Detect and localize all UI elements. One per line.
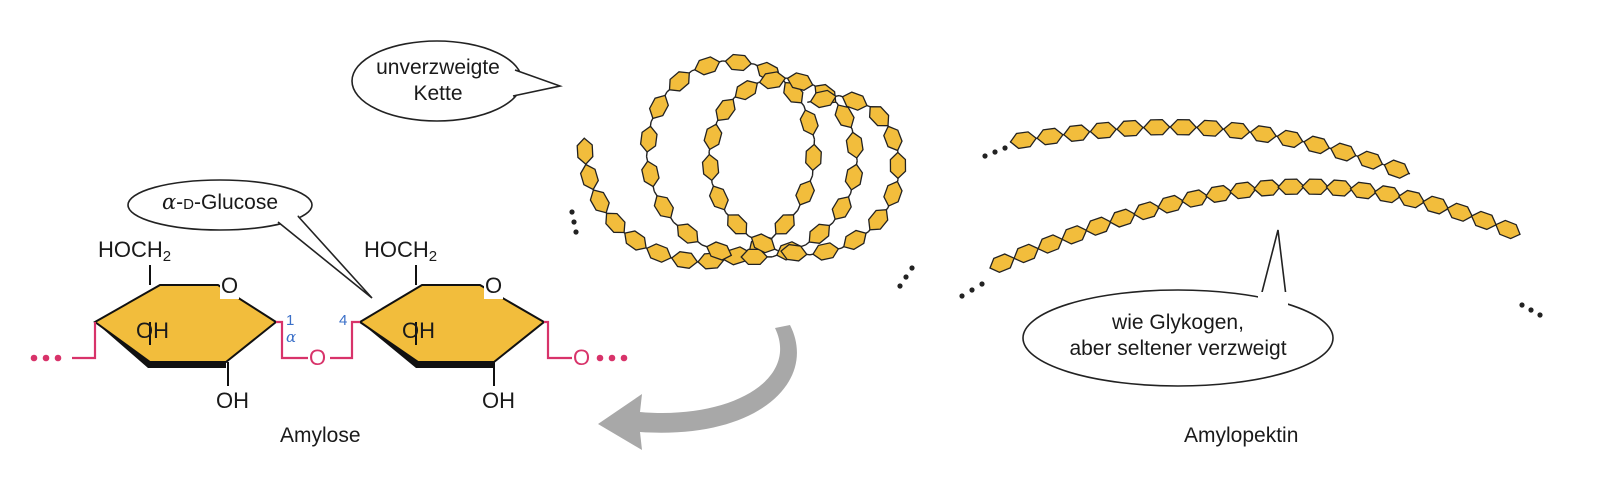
glycogen-bubble-line2: aber seltener verzweigt (1069, 337, 1287, 360)
chain-bubble-line1: unverzweigte (376, 56, 500, 79)
ring2-oh-bottom: OH (482, 388, 515, 413)
position-4: 4 (339, 312, 348, 329)
chain-dots-right (596, 354, 628, 362)
bridge-oxygen-2: O (573, 345, 591, 371)
ring1-oxygen: O (220, 273, 240, 299)
amylopectin-lower-dots-right (1519, 302, 1543, 318)
glycogen-bubble-line1: wie Glykogen, (1112, 311, 1244, 334)
amylopectin-upper-chain (1009, 118, 1411, 179)
glycosidic-bonds (72, 320, 572, 360)
ring1-hoch2-sub: 2 (162, 248, 172, 265)
helix-chain (576, 53, 907, 270)
glucose-bubble-text: α-D-Glucose (140, 189, 300, 218)
glucose-name: -Glucose (194, 191, 279, 214)
glucose-chains (569, 53, 1543, 318)
glucose-bubble (127, 179, 373, 299)
ring1-oh-inner: OH (136, 318, 169, 343)
amylopectin-lower-chain (989, 178, 1521, 274)
bridge-oxygen-1: O (309, 345, 327, 371)
glucose-dash: - (176, 191, 184, 214)
ring2-hoch2-sub: 2 (428, 248, 438, 265)
caption-amylopectin: Amylopektin (1184, 424, 1299, 447)
curved-arrow (598, 325, 797, 450)
position-alpha: α (286, 328, 297, 346)
ring1-hoch2-text: HOCH (98, 237, 163, 262)
ring1-oh-bottom: OH (216, 388, 249, 413)
helix-dots-start (569, 209, 579, 235)
caption-amylose: Amylose (280, 424, 361, 447)
glycogen-bubble-text: wie Glykogen, aber seltener verzweigt (1030, 310, 1326, 362)
glucose-alpha: α (161, 190, 177, 214)
ring2-oxygen: O (484, 273, 504, 299)
chain-dots-left (30, 354, 62, 362)
ring2-oh-inner: OH (402, 318, 435, 343)
amylopectin-lower-dots-left (959, 281, 985, 299)
glucose-ring-1 (93, 284, 278, 368)
chain-bubble (351, 40, 563, 122)
glucose-d: D (183, 196, 194, 213)
ring2-hoch2-text: HOCH (364, 237, 429, 262)
amylopectin-upper-dots (982, 145, 1008, 159)
ring2-hoch2: HOCH2 (364, 237, 437, 265)
glucose-ring-2 (358, 284, 546, 368)
glycogen-bubble (1022, 229, 1334, 387)
position-1: 1 (286, 312, 295, 329)
helix-dots-end (897, 265, 915, 289)
chain-bubble-line2: Kette (413, 82, 463, 105)
chain-bubble-text: unverzweigte Kette (360, 55, 516, 107)
ring-bonds (149, 265, 495, 386)
ring1-hoch2: HOCH2 (98, 237, 171, 265)
